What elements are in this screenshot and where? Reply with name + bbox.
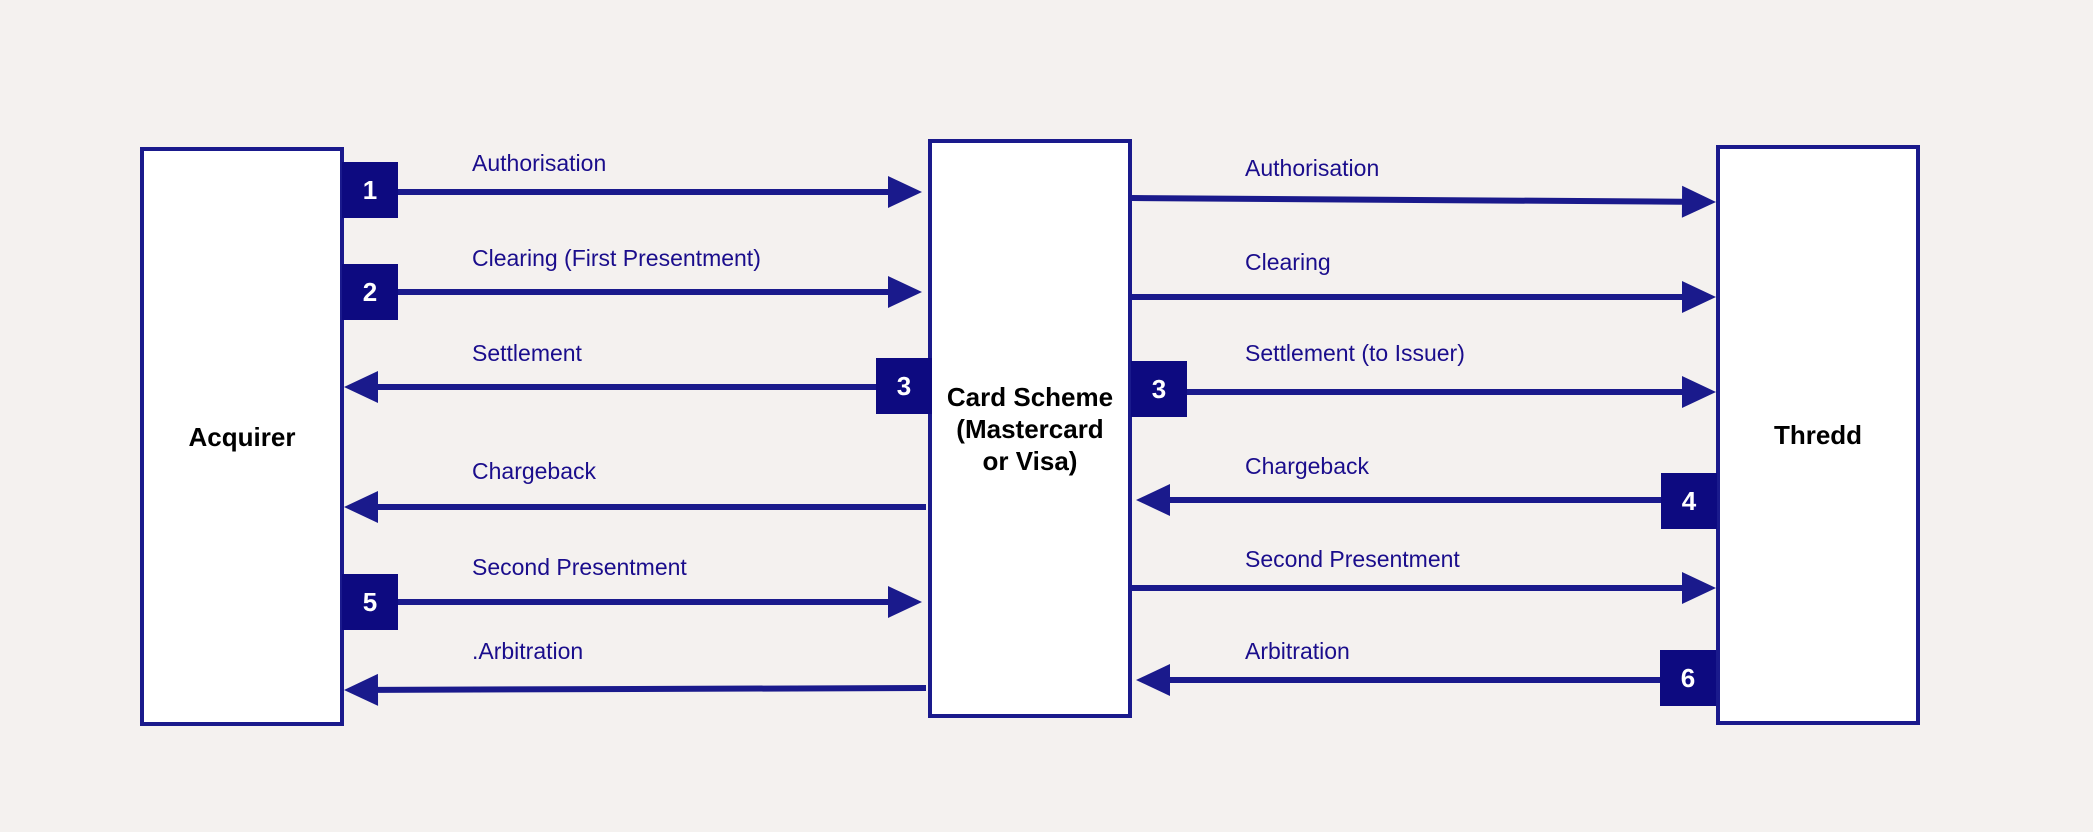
card-scheme-box: Card Scheme (Mastercard or Visa) — [928, 139, 1132, 718]
arrow-authorisation-right-shaft — [1131, 195, 1683, 205]
arrow-authorisation-right-head — [1681, 185, 1716, 218]
flow-label-second-presentment-left: Second Presentment — [472, 554, 687, 580]
arrow-clearing-right-head — [1682, 281, 1716, 313]
card-scheme-label: Card Scheme (Mastercard or Visa) — [946, 381, 1114, 476]
arrow-settlement-right-head — [1682, 376, 1716, 408]
flow-label-second-presentment-right: Second Presentment — [1245, 546, 1460, 572]
arrow-second-presentment-left — [398, 586, 922, 618]
arrow-clearing-right — [1132, 281, 1716, 313]
arrow-arbitration-left-head — [344, 673, 379, 706]
step-badge-6: 6 — [1660, 650, 1716, 706]
flow-label-chargeback-right: Chargeback — [1245, 453, 1370, 479]
arrow-authorisation-right — [1131, 185, 1716, 218]
arrow-arbitration-left-shaft — [377, 685, 927, 693]
acquirer-label: Acquirer — [188, 421, 296, 452]
step-badge-5: 5 — [342, 574, 398, 630]
flow-label-clearing-right: Clearing — [1245, 249, 1331, 275]
thredd-label: Thredd — [1773, 420, 1863, 450]
arrow-settlement-right — [1187, 376, 1716, 408]
flow-label-arbitration-left: .Arbitration — [472, 638, 584, 664]
arrow-second-presentment-right-head — [1682, 572, 1716, 604]
arrow-arbitration-right — [1136, 664, 1660, 696]
step-badge-1: 1 — [342, 162, 398, 218]
step-badge-3-left: 3 — [876, 358, 932, 414]
flow-label-clearing-left: Clearing (First Presentment) — [472, 245, 761, 271]
thredd-box: Thredd — [1716, 145, 1920, 725]
arrow-chargeback-left — [344, 491, 926, 523]
arrow-second-presentment-left-head — [888, 586, 922, 618]
arrow-second-presentment-right — [1132, 572, 1716, 604]
arrow-chargeback-right-head — [1136, 484, 1170, 516]
step-badge-3-right: 3 — [1131, 361, 1187, 417]
arrow-arbitration-left — [344, 673, 927, 706]
arrow-arbitration-right-head — [1136, 664, 1170, 696]
flow-label-chargeback-left: Chargeback — [472, 458, 597, 484]
arrow-chargeback-left-head — [344, 491, 378, 523]
flow-label-authorisation-right: Authorisation — [1245, 155, 1380, 181]
flow-label-authorisation-left: Authorisation — [472, 150, 607, 176]
arrow-authorisation-left-head — [888, 176, 922, 208]
flow-label-settlement-right: Settlement (to Issuer) — [1245, 340, 1465, 366]
acquirer-box: Acquirer — [140, 147, 344, 726]
arrow-clearing-left-head — [888, 276, 922, 308]
flow-label-settlement-left: Settlement — [472, 340, 582, 366]
arrow-settlement-left — [344, 371, 876, 403]
arrow-authorisation-left — [398, 176, 922, 208]
flow-label-arbitration-right: Arbitration — [1245, 638, 1350, 664]
arrow-settlement-left-head — [344, 371, 378, 403]
step-badge-2: 2 — [342, 264, 398, 320]
arrow-clearing-left — [398, 276, 922, 308]
arrow-chargeback-right — [1136, 484, 1661, 516]
step-badge-4: 4 — [1661, 473, 1717, 529]
